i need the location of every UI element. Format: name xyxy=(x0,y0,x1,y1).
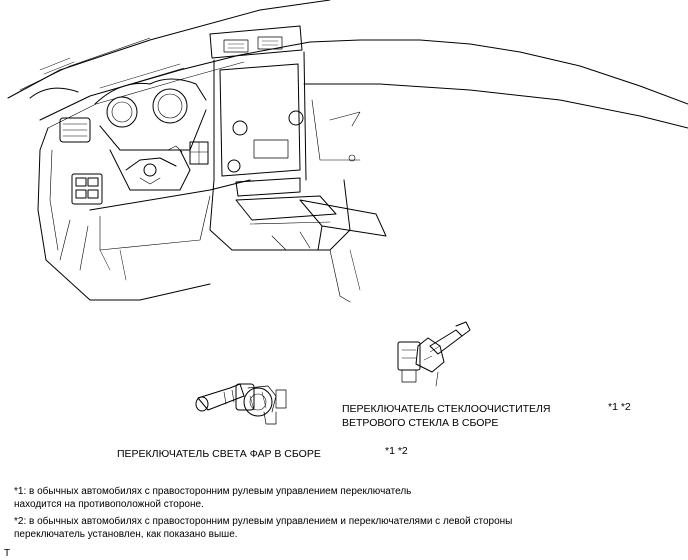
wiper-switch-illustration xyxy=(398,322,470,386)
note-2-line-2: переключатель установлен, как показано в… xyxy=(14,529,238,540)
note-2-line-1: *2: в обычных автомобилях с правосторонн… xyxy=(14,516,513,527)
headlight-switch-label: ПЕРЕКЛЮЧАТЕЛЬ СВЕТА ФАР В СБОРЕ xyxy=(117,448,321,460)
note-1-line-2: находится на противоположной стороне. xyxy=(14,499,204,510)
headlight-switch-refs: *1 *2 xyxy=(385,445,408,457)
wiper-switch-label-line2: ВЕТРОВОГО СТЕКЛА В СБОРЕ xyxy=(342,417,499,429)
wiper-switch-label-line1: ПЕРЕКЛЮЧАТЕЛЬ СТЕКЛООЧИСТИТЕЛЯ xyxy=(342,403,551,415)
headlight-switch-illustration xyxy=(196,384,286,424)
wiper-switch-refs: *1 *2 xyxy=(608,401,631,413)
note-1-line-1: *1: в обычных автомобилях с правосторонн… xyxy=(14,486,412,497)
footer-mark: T xyxy=(4,548,11,559)
